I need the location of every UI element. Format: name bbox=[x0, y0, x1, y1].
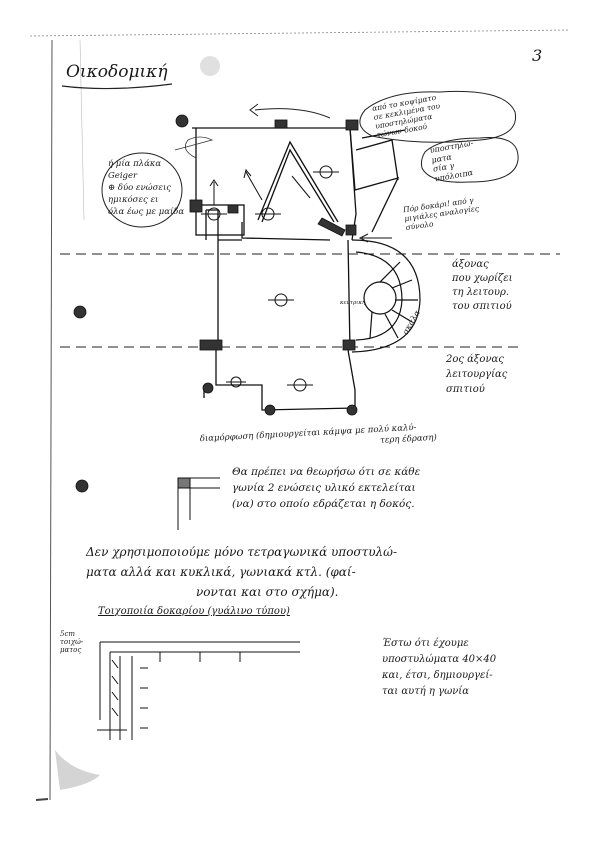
left-margin-line bbox=[49, 39, 53, 801]
note-3: Δεν χρησιμοποιούμε μόνο τετραγωνικά υποσ… bbox=[86, 545, 397, 599]
wall-section-title: Τοιχοποιία δοκαρίου (γυάλινο τύπου) bbox=[98, 606, 290, 617]
slab-note: ή μία πλάκα Geiger ⊕ δύο ενώσεις ημικόσε… bbox=[108, 159, 185, 217]
scan-speck bbox=[200, 56, 220, 76]
top-note-cloud bbox=[359, 90, 517, 143]
spiral-staircase bbox=[351, 239, 421, 353]
right-note: υποστηλώ- ματα σία γ υπόλοιπα bbox=[429, 138, 474, 184]
top-edge-line bbox=[29, 29, 571, 37]
scan-smudge bbox=[55, 750, 100, 790]
note-2: Θα πρέπει να θεωρήσω ότι σε κάθε γωνία 2… bbox=[232, 466, 421, 510]
wall-detail bbox=[97, 641, 300, 740]
stair-small-label: κεντρική bbox=[340, 300, 366, 306]
faint-margin-line bbox=[79, 39, 85, 221]
arrow-top-note bbox=[254, 108, 331, 119]
page-number: 3 bbox=[532, 46, 543, 65]
scan-mark bbox=[35, 798, 49, 801]
bottom-detail bbox=[177, 477, 220, 530]
page-title: Οικοδομική bbox=[66, 62, 168, 82]
floor-plan bbox=[192, 127, 406, 411]
axis-2-label: 2ος άξονας λειτουργίας σπιτιού bbox=[446, 354, 508, 395]
right-note-cloud bbox=[420, 136, 519, 183]
wall-dimension-label: 5cm τοιχώ- ματος bbox=[60, 630, 84, 654]
title-underline bbox=[61, 83, 173, 90]
note-4: Έστω ότι έχουμε υποστυλώματα 40×40 και, … bbox=[382, 638, 497, 697]
light-fixtures bbox=[201, 165, 339, 392]
columns bbox=[73, 114, 359, 493]
plan-arrows bbox=[209, 168, 392, 243]
arrow-to-slab bbox=[174, 136, 214, 159]
axis-1-label: άξονας που χωρίζει τη λειτουρ. του σπιτι… bbox=[452, 259, 513, 312]
slab-note-cloud bbox=[101, 152, 183, 228]
